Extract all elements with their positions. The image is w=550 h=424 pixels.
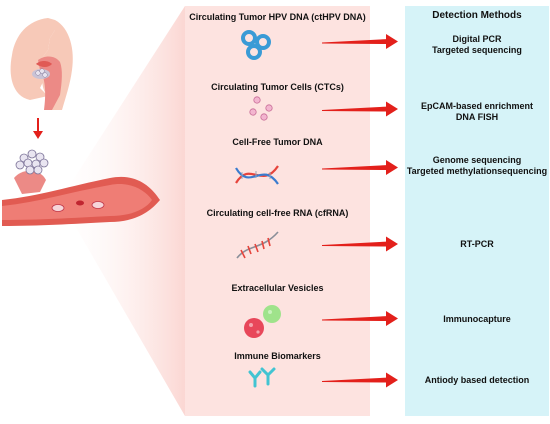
hpv-dna-circles-icon [241,30,271,60]
method-rt-pcr: RT-PCR [460,239,494,249]
label-cthpv-dna: Circulating Tumor HPV DNA (ctHPV DNA) [189,12,366,22]
down-arrow-icon [33,131,43,139]
method-methylation-sequencing: Targeted methylationsequencing [406,166,548,176]
label-immune: Immune Biomarkers [234,351,321,361]
method-dna-fish: DNA FISH [455,112,499,122]
label-ev: Extracellular Vesicles [231,283,324,293]
label-cfdna: Cell-Free Tumor DNA [232,137,323,147]
head-anatomy-illustration [10,18,73,110]
label-cfrna: Circulating cell-free RNA (cfRNA) [206,208,349,218]
arrow-immune [322,372,398,388]
method-targeted-sequencing: Targeted sequencing [432,45,522,55]
arrow-cfdna [322,160,398,175]
label-ctc: Circulating Tumor Cells (CTCs) [211,82,344,92]
dna-helix-icon [235,165,279,185]
rna-strand-icon [236,231,279,259]
connector-arrows [322,34,398,388]
arrow-ctc [322,101,398,117]
biomarker-panel [185,6,370,416]
detection-methods-header: Detection Methods [432,10,522,21]
arrow-ev [322,311,398,326]
tumor-cells-icon [249,96,273,121]
method-immunocapture: Immunocapture [443,314,511,324]
arrow-ctdna [322,34,398,49]
arrow-cfrna [322,236,398,252]
method-epcam: EpCAM-based enrichment [420,101,534,111]
method-digital-pcr: Digital PCR [452,34,502,44]
blood-vessel-illustration [2,149,160,226]
antibody-icon [248,367,276,388]
vesicles-icon [244,305,281,338]
detection-panel [405,6,549,416]
method-antibody-detection: Antiody based detection [424,375,530,385]
method-genome-sequencing: Genome sequencing [432,155,522,165]
